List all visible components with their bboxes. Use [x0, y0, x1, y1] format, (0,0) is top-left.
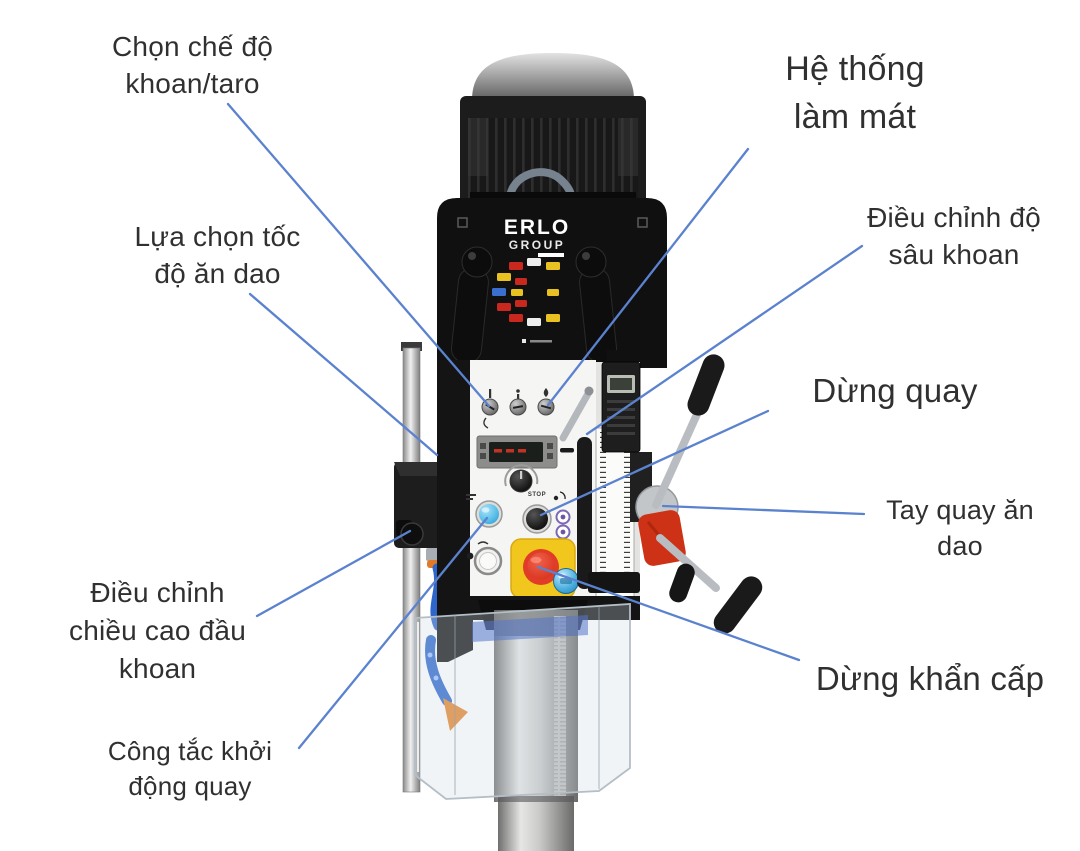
head-marker-left — [457, 217, 468, 228]
leader-line-stop — [539, 409, 770, 517]
leader-line-mode — [226, 102, 491, 408]
rpm-display — [476, 435, 558, 469]
leader-line-estop — [536, 565, 801, 662]
label-head-height-adjust: Điều chỉnh chiều cao đầu khoan — [69, 577, 246, 684]
panel-screw — [466, 552, 474, 560]
label-feed-handwheel: Tay quay ăn dao — [886, 495, 1034, 562]
stop-button-label: STOP — [528, 492, 546, 498]
handwheel-grip-lower — [713, 576, 763, 634]
white-button — [473, 546, 503, 576]
leader-line-handwheel — [661, 504, 866, 516]
gear-head: ERLO GROUP — [437, 192, 667, 368]
leader-line-feed — [248, 292, 439, 457]
motor-cap — [472, 53, 634, 100]
brand-logo: ERLO GROUP — [504, 216, 570, 257]
head-marker-right — [637, 217, 648, 228]
control-panel: STOP — [466, 388, 579, 599]
motor — [460, 53, 646, 211]
start-button — [475, 500, 503, 528]
panel-toggle — [560, 448, 574, 453]
label-coolant-system: Hệ thống làm mát — [785, 50, 925, 136]
feed-handwheel — [635, 354, 763, 634]
brand-subname: GROUP — [509, 238, 566, 252]
leader-line-height — [255, 529, 412, 618]
crank-knob — [400, 522, 424, 546]
label-feed-speed-select: Lựa chọn tốc độ ăn dao — [134, 221, 301, 290]
brand-name: ERLO — [504, 216, 570, 239]
leader-line-depth — [585, 244, 864, 436]
gear-lever-right — [575, 246, 618, 364]
label-emergency-stop: Dừng khẩn cấp — [815, 660, 1045, 697]
label-depth-adjust: Điều chỉnh độ sâu khoan — [867, 202, 1041, 271]
leader-line-start — [297, 516, 489, 750]
label-start-switch: Công tắc khởi động quay — [107, 736, 273, 802]
speed-chart — [492, 258, 560, 326]
label-stop-rotation: Dừng quay — [812, 372, 978, 409]
handwheel-grip-upper — [687, 354, 725, 416]
depth-scale — [559, 350, 652, 601]
stop-button — [522, 504, 552, 534]
chuck-guard — [414, 603, 631, 800]
speed-dial — [504, 464, 539, 493]
label-mode-select: Chọn chế độ khoan/taro — [112, 31, 273, 100]
leader-lines — [226, 102, 866, 750]
depth-lock-lever — [559, 388, 593, 442]
guard-mount-strip — [472, 615, 588, 642]
rail-top-cap — [401, 342, 422, 351]
handwheel-grip-short — [669, 563, 695, 603]
leader-line-coolant — [546, 147, 750, 407]
gear-lever-left — [450, 246, 493, 364]
